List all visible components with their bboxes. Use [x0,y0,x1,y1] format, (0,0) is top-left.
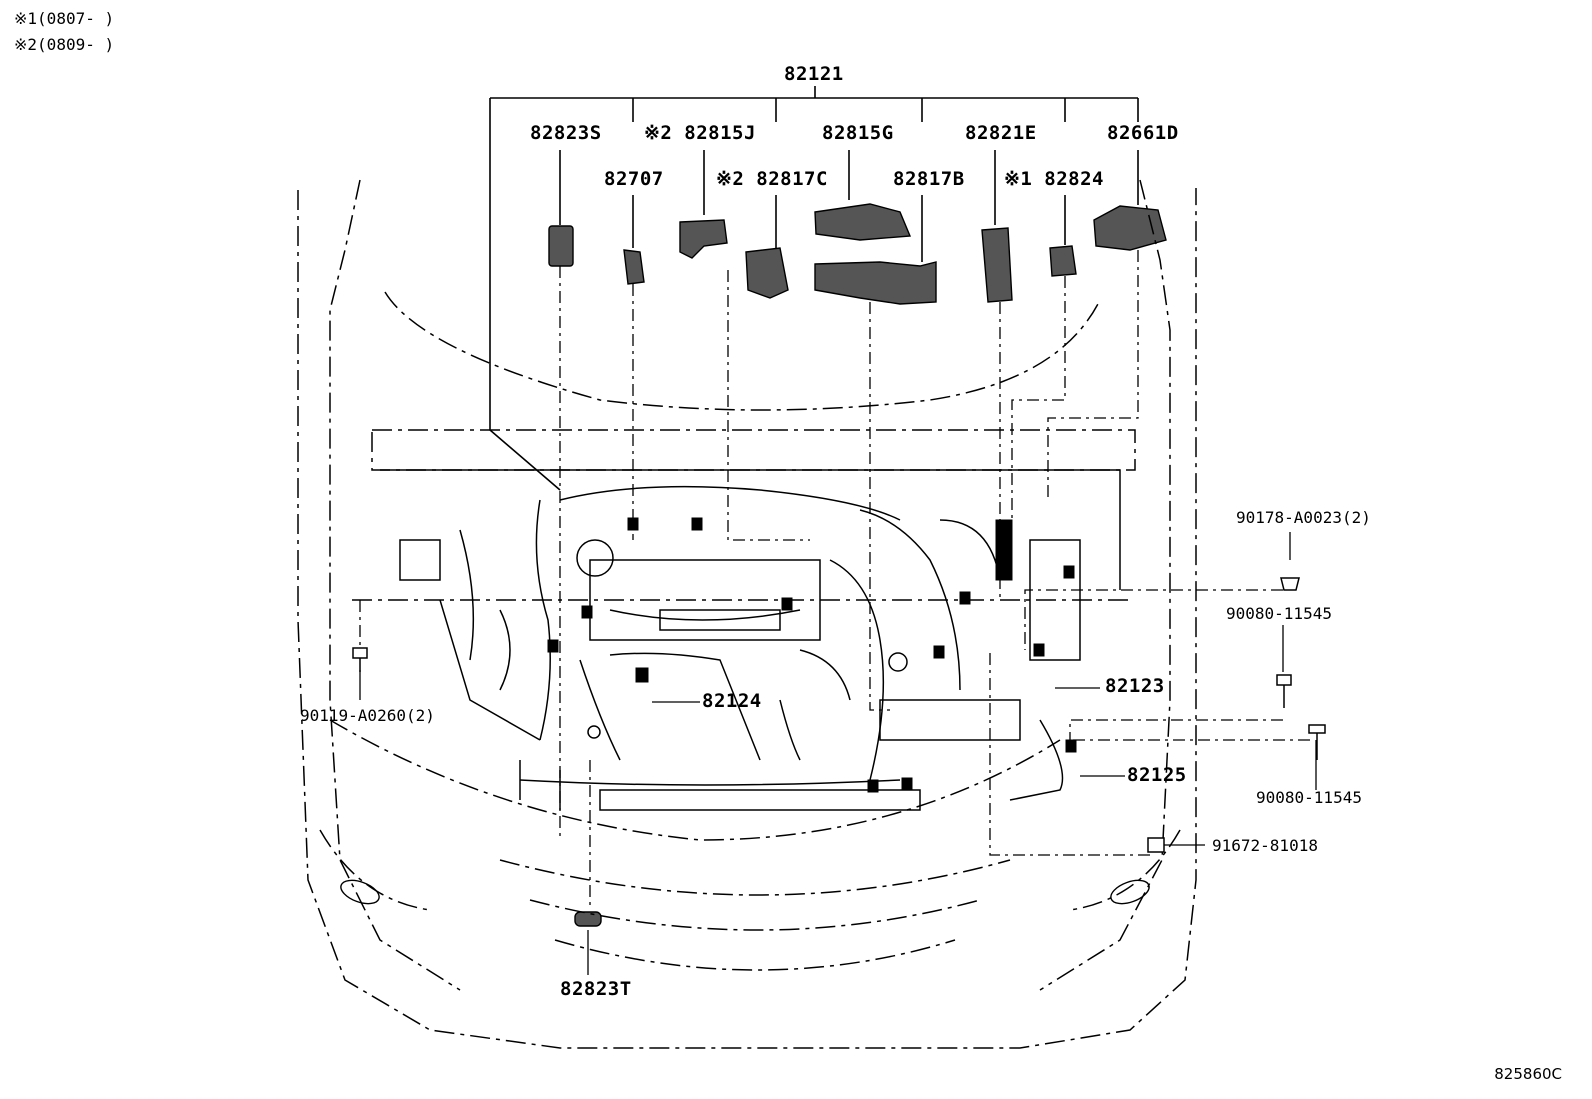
label-82815J: ※2 82815J [644,122,756,144]
part-82824 [1049,245,1077,277]
label-90178-A0023: 90178-A0023(2) [1236,508,1371,527]
label-90119-A0260: 90119-A0260(2) [300,706,435,725]
label-82824: ※1 82824 [1004,168,1104,190]
part-82821E [981,227,1013,303]
label-82817B: 82817B [893,168,965,190]
diagram-code: 825860C [1494,1065,1562,1083]
label-90080-11545-top: 90080-11545 [1226,604,1332,623]
label-82123: 82123 [1105,675,1165,697]
part-82817C [745,247,789,299]
label-90080-11545-bottom: 90080-11545 [1256,788,1362,807]
label-82821E: 82821E [965,122,1037,144]
clip-90178-icon [1280,577,1300,591]
part-82707 [623,249,645,285]
part-82823S [548,225,574,267]
label-82125: 82125 [1127,764,1187,786]
bolt-90119-head-icon [352,647,368,659]
part-82815G [814,203,912,241]
part-82817B [814,261,937,305]
note-1: ※1(0807- ) [14,10,114,28]
bolt-90080b-head-icon [1308,724,1326,734]
label-82707: 82707 [604,168,664,190]
bolt-91672-icon [1147,837,1165,853]
bolt-90080a-head-icon [1276,674,1292,686]
part-82823T [574,911,602,927]
harness-bracket [490,86,1138,99]
note-2: ※2(0809- ) [14,36,114,54]
note-2-text: (0809- ) [37,35,115,54]
label-82823S: 82823S [530,122,602,144]
note-1-text: (0807- ) [37,9,115,28]
label-82815G: 82815G [822,122,894,144]
part-82661D [1093,205,1167,251]
note-2-mark: ※2 [14,35,38,54]
label-82124: 82124 [702,690,762,712]
label-82823T: 82823T [560,978,632,1000]
label-82661D: 82661D [1107,122,1179,144]
label-82817C: ※2 82817C [716,168,828,190]
note-1-mark: ※1 [14,9,38,28]
label-82121: 82121 [784,63,844,85]
label-91672-81018: 91672-81018 [1212,836,1318,855]
part-82815J [679,219,728,259]
